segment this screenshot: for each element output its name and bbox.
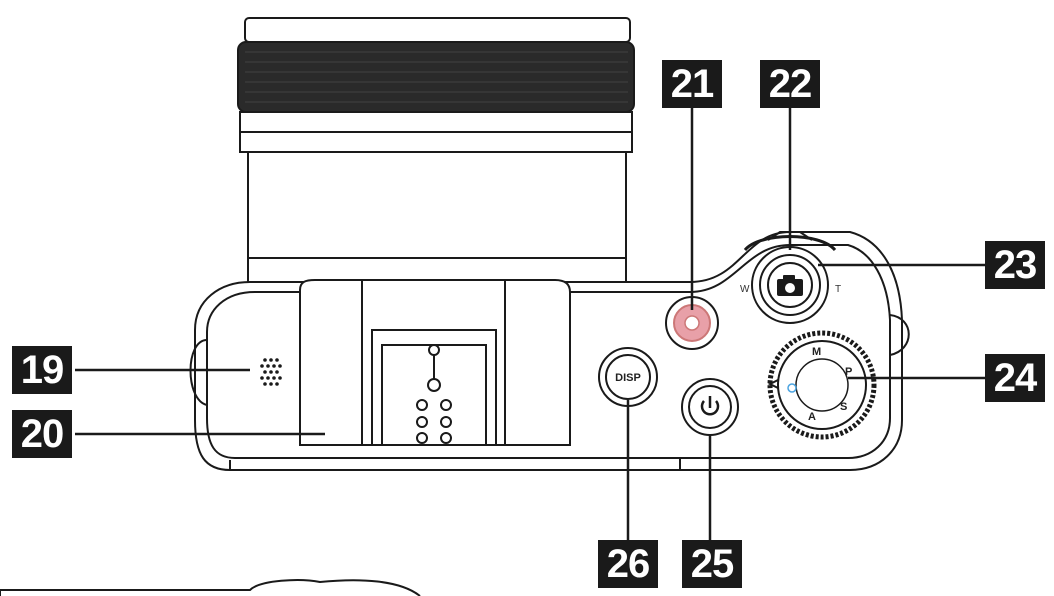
zoom-wide-label: W (740, 284, 750, 295)
callout-22: 22 (760, 60, 820, 108)
second-camera-outline (0, 579, 421, 596)
hot-shoe (371, 329, 497, 446)
speaker-grille (260, 358, 282, 386)
svg-text:S: S (840, 401, 847, 413)
mode-dial-indicator (767, 379, 797, 393)
svg-text:A: A (808, 411, 816, 423)
mode-dial[interactable] (767, 330, 877, 440)
lens-barrel (237, 17, 635, 283)
disp-button-label: DISP (615, 372, 641, 384)
svg-text:M: M (812, 346, 821, 358)
callout-20: 20 (12, 410, 72, 458)
disp-button[interactable] (598, 347, 658, 407)
leader-lines (75, 108, 985, 540)
callout-26: 26 (598, 540, 658, 588)
record-button[interactable] (665, 296, 719, 350)
callout-25: 25 (682, 540, 742, 588)
callout-23: 23 (985, 241, 1045, 289)
zoom-tele-label: T (835, 284, 841, 295)
mode-dial-letters: M P S A (808, 346, 852, 423)
right-strap-lug (889, 314, 910, 356)
svg-text:P: P (845, 366, 852, 378)
callout-21: 21 (662, 60, 722, 108)
camera-icon (777, 275, 803, 296)
callout-24: 24 (985, 354, 1045, 402)
power-icon (700, 396, 720, 416)
callout-19: 19 (12, 346, 72, 394)
